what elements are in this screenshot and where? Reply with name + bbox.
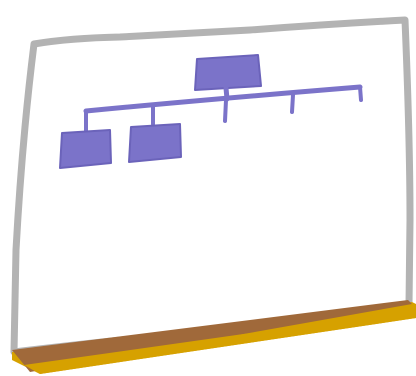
org-chart-root-box: [194, 54, 262, 91]
org-chart-empty-branch-stub: [223, 98, 228, 123]
org-chart-bus-line: [83, 84, 363, 114]
org-chart-child-box: [59, 129, 112, 169]
org-chart-empty-branch-stub: [290, 93, 295, 114]
ledge-highlight: [24, 310, 416, 374]
org-chart-child-box: [128, 123, 182, 163]
org-chart: [59, 54, 363, 169]
whiteboard-ledge: [12, 300, 416, 374]
org-chart-empty-branch-stub: [358, 85, 363, 102]
